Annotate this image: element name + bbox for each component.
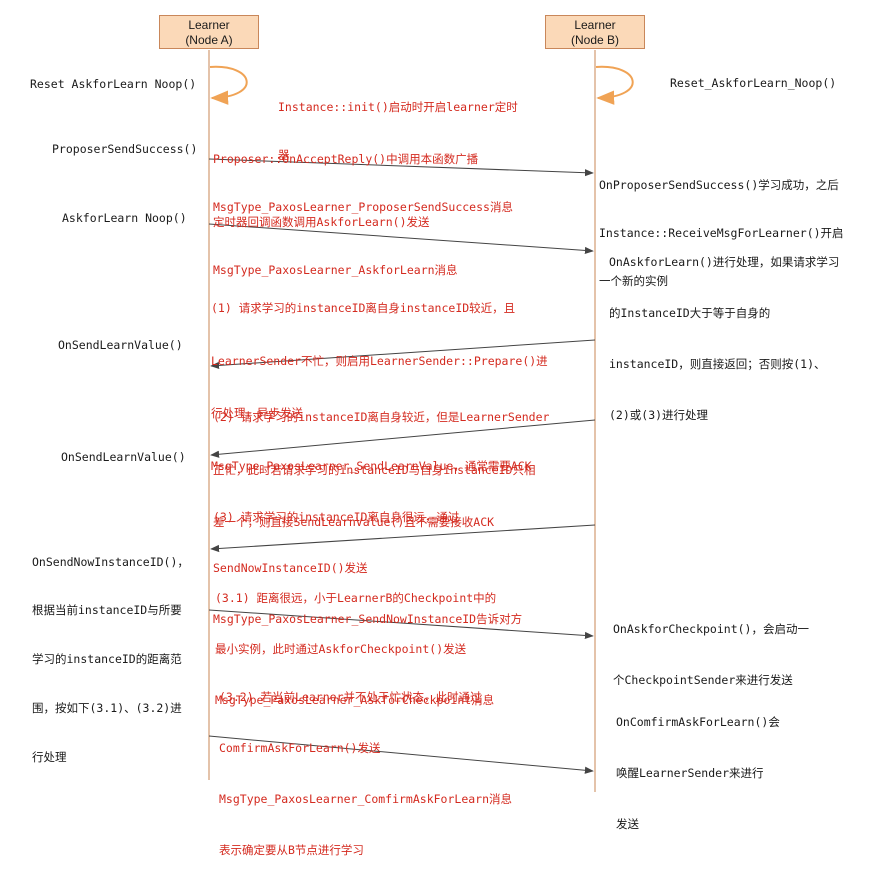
case1-note-line: LearnerSender不忙，则启用LearnerSender::Prepar… <box>211 353 548 368</box>
participant-node-a: Learner (Node A) <box>159 15 259 49</box>
case2-note-line: 差一个，则直接SendLearnValue()且不需要接收ACK <box>213 515 495 529</box>
on-askfor-checkpoint-note: OnAskforCheckpoint()，会启动一 个CheckpointSen… <box>613 587 809 723</box>
on-send-now-instance-note: OnSendNowInstanceID()， 根据当前instanceID与所要… <box>32 521 189 798</box>
on-send-now-instance-line: 根据当前instanceID与所要 <box>32 603 182 618</box>
timer-note: 定时器回调函数调用AskforLearn()发送 MsgType_PaxosLe… <box>213 182 458 310</box>
case32-note-line: 表示确定要从B节点进行学习 <box>219 843 364 857</box>
on-askfor-learn-line: 的InstanceID大于等于自身的 <box>609 306 771 320</box>
case32-note-line: ComfirmAskForLearn()发送 <box>219 741 381 755</box>
arrow-send-learn-value-1 <box>210 339 596 370</box>
participant-a-name: Learner <box>188 18 230 32</box>
arrow-send-now-instance-id <box>210 524 596 553</box>
case32-note-line: (3.2) 若当前Learner并不处于忙状态，此时通过 <box>219 690 482 704</box>
on-send-now-instance-line: OnSendNowInstanceID()， <box>32 554 189 569</box>
case1-note: (1) 请求学习的instanceID离自身instanceID较近，且 Lea… <box>211 265 548 510</box>
case32-note-line: MsgType_PaxosLearner_ComfirmAskForLearn消… <box>219 792 513 806</box>
case3-note-line: MsgType_PaxosLearner_SendNowInstanceID告诉… <box>213 612 523 626</box>
case3-note-line: SendNowInstanceID()发送 <box>213 561 368 575</box>
participant-b-name: Learner <box>574 18 616 32</box>
on-askfor-learn-line: (2)或(3)进行处理 <box>609 408 709 422</box>
case31-note-line: MsgType_PaxosLearner_AskforCheckpoint消息 <box>215 693 495 707</box>
lifelines-and-arrows <box>208 50 634 792</box>
case1-note-line: (1) 请求学习的instanceID离自身instanceID较近，且 <box>211 301 516 315</box>
arrow-confirm-askfor-learn <box>208 735 594 774</box>
case31-note-line: 最小实例，此时通过AskforCheckpoint()发送 <box>215 642 467 656</box>
proposer-send-success-label: ProposerSendSuccess() <box>52 142 198 156</box>
reset-a-label: Reset AskforLearn Noop() <box>30 77 197 91</box>
case2-note-line: (2) 请求学习的instanceID离自身较近，但是LearnerSender <box>213 410 550 424</box>
case31-note-line: (3.1) 距离很远，小于LearnerB的Checkpoint中的 <box>215 591 497 605</box>
on-send-learn-value-1-label: OnSendLearnValue() <box>58 338 183 352</box>
arrow-send-learn-value-2 <box>210 419 596 458</box>
on-send-learn-value-2-label: OnSendLearnValue() <box>61 450 186 464</box>
proposer-note: Proposer::OnAcceptReply()中调用本函数广播 MsgTyp… <box>213 119 513 247</box>
on-confirm-askfor-learn-line: OnComfirmAskForLearn()会 <box>616 715 780 729</box>
on-confirm-askfor-learn-line: 唤醒LearnerSender来进行 <box>616 766 764 780</box>
on-askfor-learn-line: instanceID，则直接返回；否则按(1)、 <box>609 357 826 371</box>
on-proposer-success-line: 一个新的实例 <box>599 274 668 288</box>
arrow-askfor-checkpoint <box>208 609 594 640</box>
timer-note-line: 定时器回调函数调用AskforLearn()发送 <box>213 215 430 229</box>
proposer-note-line: Proposer::OnAcceptReply()中调用本函数广播 <box>213 152 479 166</box>
proposer-note-line: MsgType_PaxosLearner_ProposerSendSuccess… <box>213 200 513 214</box>
reset-b-label: Reset_AskforLearn_Noop() <box>670 76 837 90</box>
arrow-proposer-send-success <box>208 158 594 177</box>
on-askfor-learn-line: OnAskforLearn()进行处理，如果请求学习 <box>609 255 840 269</box>
on-proposer-success-note: OnProposerSendSuccess()学习成功，之后 Instance:… <box>599 145 844 321</box>
case1-note-line: MsgType_PaxosLearner_SendLearnValue，通常需要… <box>211 458 532 473</box>
case2-note-line: 正忙，此时若请求学习的instanceID与自身instanceID只相 <box>213 462 536 477</box>
init-note-line: 器 <box>278 148 290 162</box>
on-proposer-success-line: OnProposerSendSuccess()学习成功，之后 <box>599 178 839 192</box>
self-loop-node-a <box>209 65 248 105</box>
on-askfor-checkpoint-line: 个CheckpointSender来进行发送 <box>613 673 793 687</box>
case3-note: (3) 请求学习的instanceID离自身很远，通过 SendNowInsta… <box>213 475 522 662</box>
case31-note: (3.1) 距离很远，小于LearnerB的Checkpoint中的 最小实例，… <box>215 556 496 743</box>
init-note-line: Instance::init()启动时开启learner定时 <box>278 100 518 114</box>
on-askfor-checkpoint-line: OnAskforCheckpoint()，会启动一 <box>613 622 809 636</box>
timer-note-line: MsgType_PaxosLearner_AskforLearn消息 <box>213 263 458 277</box>
askfor-learn-noop-label: AskforLearn Noop() <box>62 211 187 225</box>
case1-note-line: 行处理，异步发送 <box>211 406 303 420</box>
arrow-askfor-learn <box>208 223 594 255</box>
on-send-now-instance-line: 学习的instanceID的距离范 <box>32 652 182 667</box>
on-askfor-learn-note: OnAskforLearn()进行处理，如果请求学习 的InstanceID大于… <box>609 220 839 458</box>
case32-note: (3.2) 若当前Learner并不处于忙状态，此时通过 ComfirmAskF… <box>219 655 512 893</box>
self-loop-node-b <box>595 65 634 105</box>
on-send-now-instance-line: 行处理 <box>32 750 67 765</box>
participant-node-b: Learner (Node B) <box>545 15 645 49</box>
participant-b-node: (Node B) <box>570 33 620 47</box>
participant-a-node: (Node A) <box>185 33 233 47</box>
init-note: Instance::init()启动时开启learner定时 器 <box>278 67 518 195</box>
on-send-now-instance-line: 围，按如下(3.1)、(3.2)进 <box>32 701 182 716</box>
on-confirm-askfor-learn-line: 发送 <box>616 817 639 831</box>
sequence-diagram: Learner (Node A) Learner (Node B) Reset … <box>30 15 844 857</box>
case3-note-line: (3) 请求学习的instanceID离自身很远，通过 <box>213 510 460 524</box>
on-proposer-success-line: Instance::ReceiveMsgForLearner()开启 <box>599 226 844 240</box>
case2-note: (2) 请求学习的instanceID离自身较近，但是LearnerSender… <box>213 374 549 567</box>
on-confirm-askfor-learn-note: OnComfirmAskForLearn()会 唤醒LearnerSender来… <box>616 680 780 867</box>
